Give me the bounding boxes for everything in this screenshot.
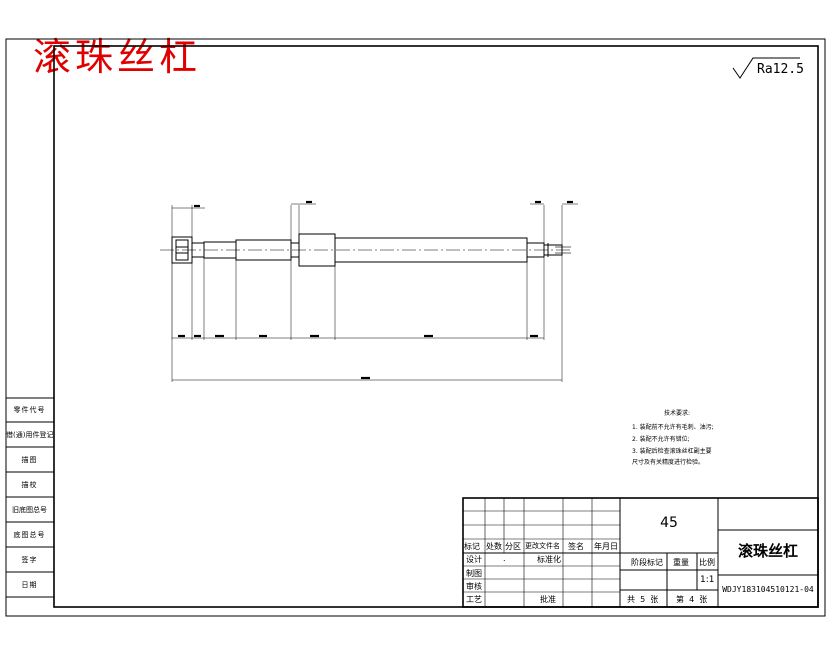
sheet-current: 第 4 张 xyxy=(676,595,708,604)
weight-label: 重量 xyxy=(673,558,689,567)
stage-mark-label: 阶段标记 xyxy=(631,558,663,567)
row-process: 工艺 xyxy=(466,595,482,604)
sheet-total: 共 5 张 xyxy=(627,595,659,604)
row-design: 设计 xyxy=(466,555,482,564)
shaft-part xyxy=(160,233,572,340)
row-review: 审核 xyxy=(466,582,482,591)
dimension-value-marks xyxy=(178,200,573,380)
side-label-borrowed-part: 借(通)用件登记 xyxy=(6,431,54,439)
drawing-watermark-title: 滚珠丝杠 xyxy=(33,35,202,79)
outer-frame xyxy=(5,38,826,617)
tech-notes-heading: 技术要求: xyxy=(664,410,691,417)
hdr-zone: 分区 xyxy=(505,542,521,551)
side-label-part-code: 零件代号 xyxy=(13,406,46,414)
dimension-lines xyxy=(171,203,578,382)
hdr-date: 年月日 xyxy=(594,542,618,551)
row-design-dot: . xyxy=(503,554,506,563)
inner-frame xyxy=(53,45,819,608)
title-block xyxy=(462,497,819,608)
hdr-sign: 签名 xyxy=(568,542,584,551)
side-label-date: 日期 xyxy=(21,581,38,589)
material-value: 45 xyxy=(660,515,678,531)
side-label-trace-check: 描校 xyxy=(21,481,38,489)
drawing-number: WDJY183104510121-04 xyxy=(722,585,814,594)
scale-label: 比例 xyxy=(699,558,715,567)
tech-note-1: 1. 装配前不允许有毛刺、油污; xyxy=(632,424,714,431)
part-name: 滚珠丝杠 xyxy=(737,542,798,560)
hdr-mark: 标记 xyxy=(464,542,480,551)
hdr-change-doc: 更改文件名 xyxy=(525,542,560,550)
row-standardize: 标准化 xyxy=(537,555,561,564)
side-label-tracing: 描图 xyxy=(21,456,38,464)
tech-note-2: 2. 装配不允许有错位; xyxy=(632,436,690,443)
side-label-signature: 签字 xyxy=(21,556,38,564)
scale-value: 1:1 xyxy=(700,575,715,585)
hdr-count: 处数 xyxy=(486,542,502,551)
tech-note-3: 3. 装配后检查滚珠丝杠副主要尺寸及有关精度进行检验。 xyxy=(632,448,712,466)
roughness-value: Ra12.5 xyxy=(757,62,804,77)
row-approve: 批准 xyxy=(540,595,556,604)
row-draw: 制图 xyxy=(466,569,482,578)
side-label-base-number: 底图总号 xyxy=(13,531,46,539)
side-label-old-base-number: 旧底图总号 xyxy=(12,506,47,514)
